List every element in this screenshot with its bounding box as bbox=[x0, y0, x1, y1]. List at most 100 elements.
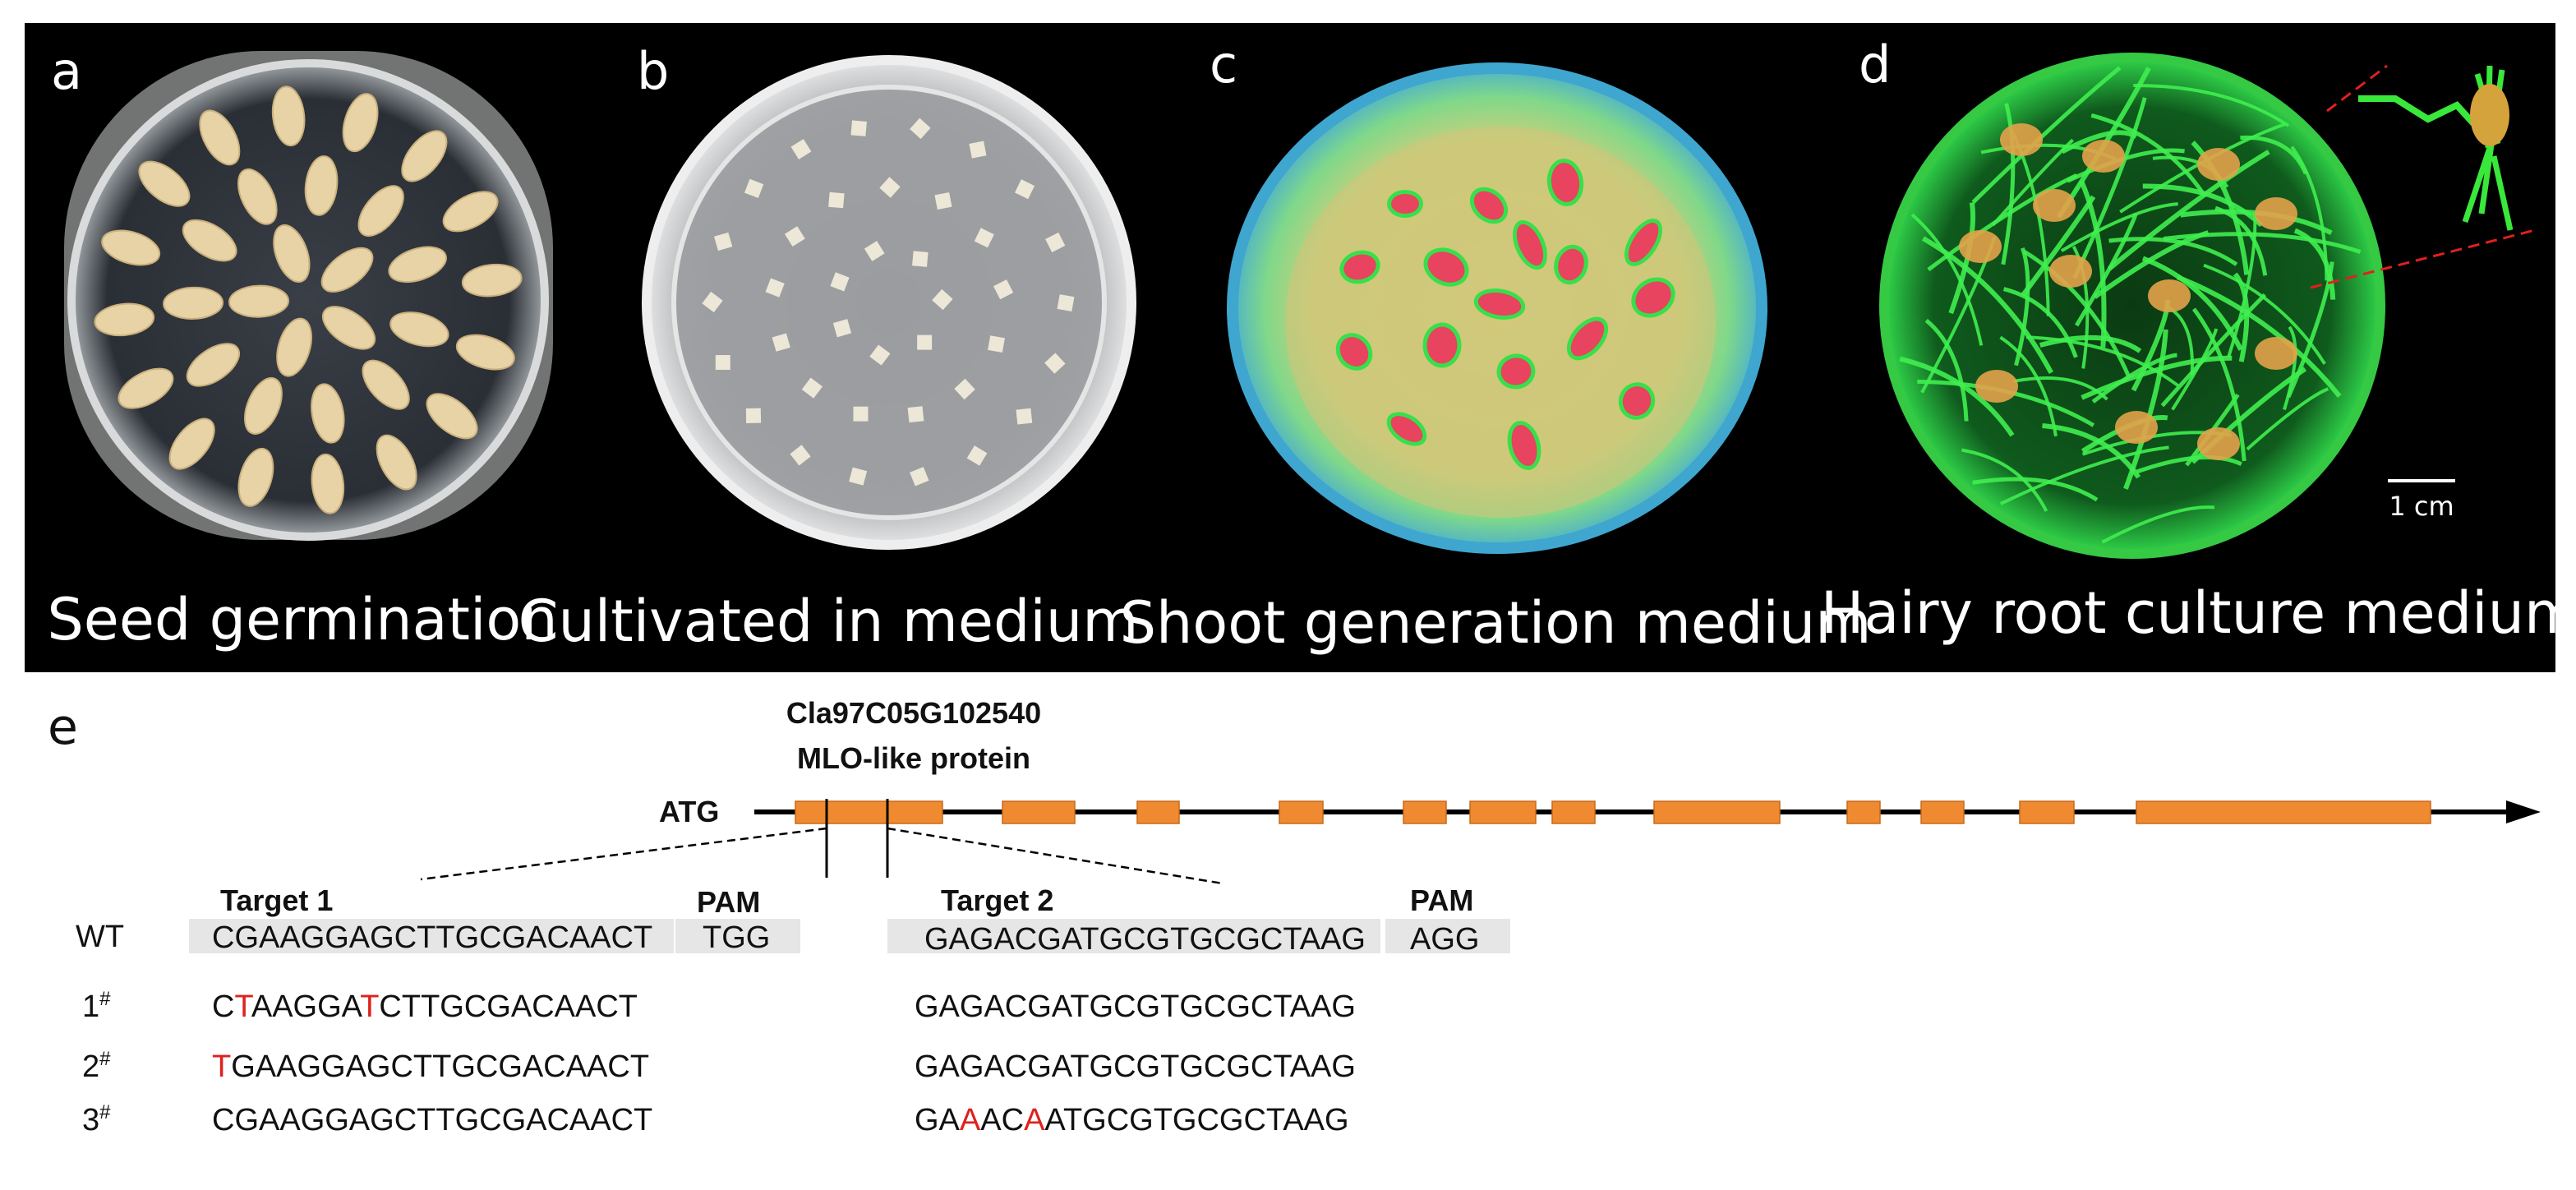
exon-block bbox=[1136, 800, 1180, 824]
zoom-line-lower bbox=[2310, 228, 2536, 289]
caption-d: Hairy root culture medium bbox=[1821, 579, 2576, 647]
root-strand bbox=[2227, 212, 2257, 358]
root-strand bbox=[1999, 445, 2169, 505]
root-strand bbox=[2136, 454, 2242, 474]
inset-root-cluster bbox=[2358, 65, 2514, 231]
callus bbox=[2000, 123, 2043, 156]
line-label: 1# bbox=[82, 988, 111, 1024]
target1-sequence: CTAAGGATCTTGCGACAACT bbox=[212, 989, 638, 1024]
caption-c: Shoot generation medium bbox=[1120, 589, 1872, 657]
target2-sequence: GAAACAATGCGTGCGCTAAG bbox=[915, 1103, 1349, 1137]
root-strand bbox=[2176, 274, 2342, 399]
explant bbox=[912, 251, 929, 267]
seed bbox=[228, 284, 290, 318]
root-strand bbox=[1924, 318, 1969, 422]
seed bbox=[94, 302, 155, 337]
explant bbox=[910, 118, 931, 140]
seed bbox=[357, 185, 404, 238]
scale-bar-label: 1 cm bbox=[2389, 491, 2454, 522]
callus bbox=[1959, 230, 2002, 263]
shoot-explant bbox=[1500, 357, 1532, 385]
seed bbox=[311, 383, 345, 444]
seed bbox=[426, 393, 478, 440]
exon-block bbox=[795, 800, 943, 824]
seed bbox=[271, 85, 306, 147]
wt-pam1-box bbox=[675, 919, 800, 953]
seed bbox=[388, 246, 447, 284]
root-strand bbox=[1961, 448, 2048, 512]
seed bbox=[237, 168, 278, 225]
caption-a: Seed germination bbox=[47, 586, 557, 653]
target1-sequence: CGAAGGAGCTTGCGACAACT bbox=[212, 1103, 652, 1137]
seed bbox=[442, 191, 499, 233]
seed bbox=[168, 417, 215, 470]
seed bbox=[118, 367, 174, 409]
panel-c: c Shoot generation medium bbox=[1120, 35, 1872, 657]
target1-expand-line bbox=[420, 827, 827, 881]
root-strand bbox=[2123, 329, 2168, 490]
shoot-explant bbox=[1473, 191, 1505, 220]
panel-letter-d: d bbox=[1859, 35, 1891, 95]
callus bbox=[2197, 427, 2240, 460]
zoom-line-upper bbox=[2326, 64, 2388, 113]
callus bbox=[2255, 197, 2297, 230]
wt-label: WT bbox=[76, 920, 124, 954]
callus bbox=[2115, 411, 2158, 444]
callus bbox=[2033, 189, 2076, 222]
root-strand bbox=[2171, 328, 2219, 411]
shoot-explant bbox=[1343, 254, 1376, 280]
seed-ring bbox=[94, 85, 523, 514]
seed bbox=[244, 376, 283, 435]
panel-letter-c: c bbox=[1210, 35, 1237, 95]
explant bbox=[853, 406, 869, 422]
root-strand bbox=[2001, 103, 2016, 265]
line-label: 2# bbox=[82, 1048, 111, 1084]
shoot-explant bbox=[1477, 293, 1522, 316]
explant bbox=[934, 191, 952, 210]
medium-c bbox=[1285, 127, 1716, 518]
panel-b: b Cultivated in medium bbox=[518, 41, 1139, 655]
panel-e: e Cla97C05G102540 MLO-like protein ATG T… bbox=[48, 696, 2541, 1137]
petri-dish-a bbox=[67, 59, 549, 541]
exon-block bbox=[1403, 800, 1447, 824]
root-strand bbox=[1999, 335, 2058, 437]
root-strand bbox=[2021, 195, 2096, 298]
mutant-lines: 1# CTAAGGATCTTGCGACAACT GAGACGATGCGTGCGCTA… bbox=[82, 988, 1356, 1137]
root-strand bbox=[2079, 180, 2107, 348]
explant bbox=[1045, 232, 1066, 253]
explant bbox=[966, 445, 988, 466]
explant bbox=[715, 355, 730, 371]
gene-arrowhead bbox=[2506, 800, 2541, 823]
seed bbox=[186, 343, 240, 387]
target1-sequence: TGAAGGAGCTTGCGACAACT bbox=[212, 1049, 649, 1084]
target2-sequence: GAGACGATGCGTGCGCTAAG bbox=[915, 989, 1356, 1024]
explant bbox=[954, 378, 975, 400]
wt-target1-box bbox=[189, 919, 674, 953]
callus bbox=[1975, 370, 2018, 403]
explant bbox=[988, 335, 1005, 353]
seed bbox=[376, 434, 417, 491]
root-strand bbox=[2240, 135, 2308, 175]
explant bbox=[702, 291, 723, 313]
exon-block bbox=[1920, 800, 1965, 824]
explant bbox=[1016, 408, 1033, 425]
exon-block bbox=[1846, 800, 1881, 824]
explant bbox=[772, 333, 790, 352]
panel-d: 1 cm d Hairy root culture medium bbox=[1821, 35, 2576, 647]
root-strand bbox=[2013, 376, 2108, 401]
root-strand bbox=[2203, 263, 2326, 365]
shoot-explant bbox=[1427, 251, 1465, 283]
explant bbox=[907, 406, 924, 423]
explant bbox=[745, 408, 762, 423]
shoot-explant bbox=[1516, 224, 1544, 266]
explant bbox=[828, 191, 845, 209]
root-strand bbox=[1971, 66, 2122, 204]
explant bbox=[917, 334, 933, 350]
explant bbox=[1044, 353, 1066, 374]
root-strand bbox=[2160, 293, 2267, 408]
target2-expand-line bbox=[887, 827, 1223, 885]
target2-sequence: GAGACGATGCGTGCGCTAAG bbox=[915, 1049, 1356, 1084]
callus bbox=[2049, 255, 2092, 288]
panel-letter-a: a bbox=[51, 41, 82, 101]
shoot-explant bbox=[1511, 425, 1537, 466]
